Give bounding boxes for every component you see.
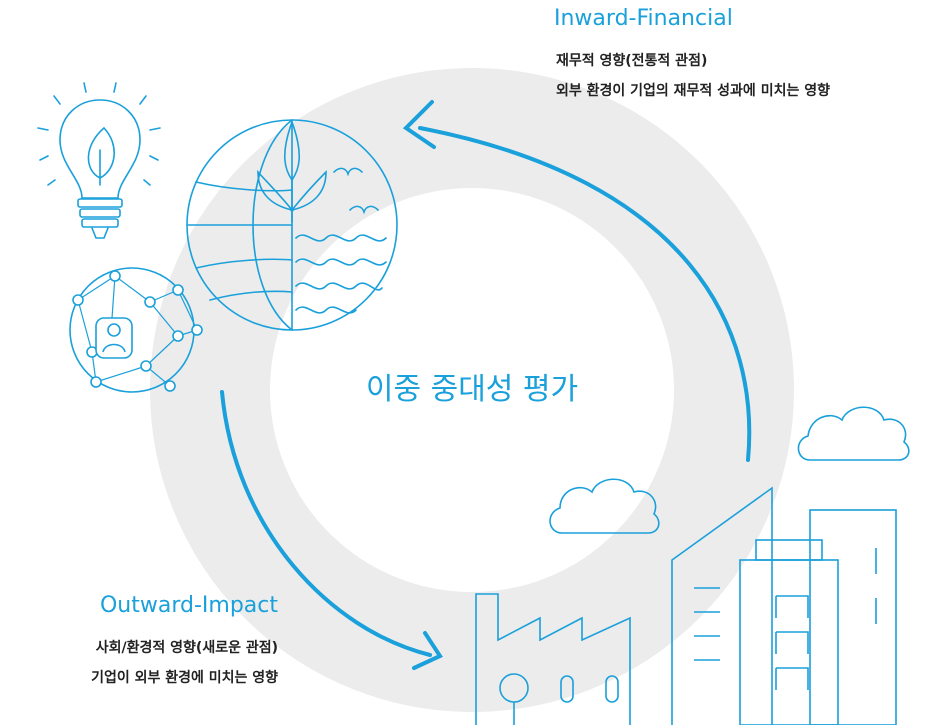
outward-impact-title: Outward-Impact	[99, 593, 278, 618]
background-ring	[150, 68, 794, 712]
outward-impact-description: 기업이 외부 환경에 미치는 영향	[91, 670, 278, 686]
inward-financial-subtitle: 재무적 영향(전통적 관점)	[556, 53, 708, 69]
globe-sprout-icon	[186, 119, 398, 331]
inward-financial-title: Inward-Financial	[554, 6, 733, 31]
buildings-icon	[671, 486, 897, 725]
inward-financial-description: 외부 환경이 기업의 재무적 성과에 미치는 영향	[556, 83, 830, 99]
factory-icon	[475, 593, 631, 725]
cloud-icon	[549, 406, 910, 534]
outward-impact-subtitle: 사회/환경적 영향(새로운 관점)	[95, 640, 278, 656]
outward-arrow	[220, 390, 443, 670]
center-label: 이중 중대성 평가	[365, 372, 579, 407]
network-person-icon	[69, 267, 203, 393]
inward-arrow	[402, 100, 752, 462]
lightbulb-leaf-icon	[37, 82, 161, 239]
